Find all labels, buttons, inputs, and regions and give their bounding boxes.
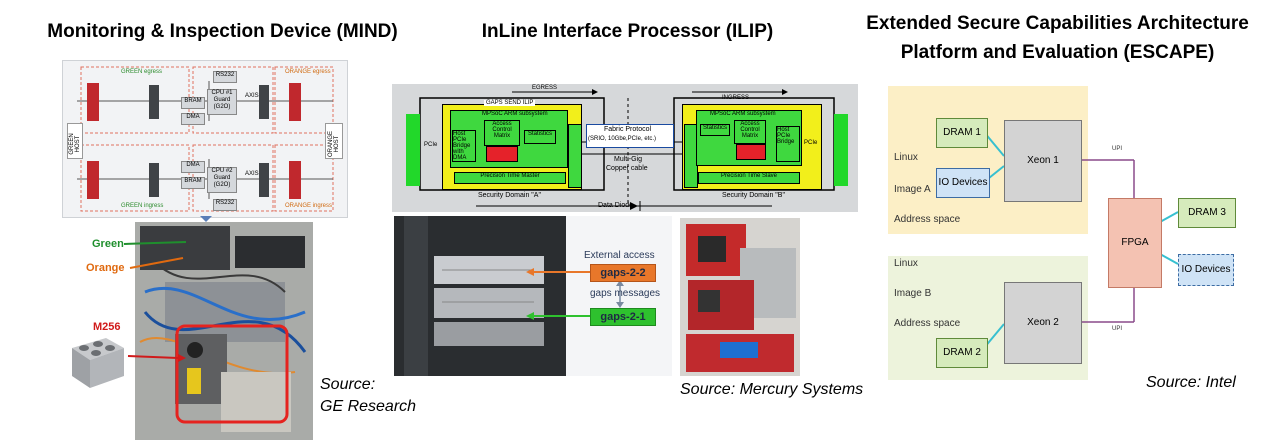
orange-ingress-label: ORANGE ingress — [285, 203, 333, 209]
dma-block-2: DMA — [181, 161, 205, 173]
axis-label-2: AXIS — [245, 171, 259, 177]
ilip-statistics-b: Statistics — [700, 124, 730, 136]
ilip-fabric-a — [568, 124, 582, 188]
orange-egress-label: ORANGE egress — [285, 69, 331, 75]
dma-block-1: DMA — [181, 113, 205, 125]
ilip-mpsoc-label-a: MPSoC ARM subsystem — [482, 111, 548, 117]
xeon2-box: Xeon 2 — [1004, 282, 1082, 364]
ilip-precision-master: Precision Time Master — [454, 172, 566, 184]
image-b-line3: Address space — [894, 318, 961, 329]
mind-block-diagram: GREEN HOST ORANGE HOST BRAM DMA RS232 CP… — [62, 60, 348, 218]
bram-block-2: BRAM — [181, 177, 205, 189]
orange-callout-label: Orange — [86, 262, 125, 274]
rack-gaps22-box[interactable]: gaps-2-2 — [590, 264, 656, 282]
ilip-pcie-label-a: PCIe — [424, 142, 438, 148]
ilip-copper-label: Copper cable — [606, 165, 648, 172]
diode-block-4 — [259, 163, 269, 197]
ilip-host-bridge-a: Host PCIe Bridge with DMA — [452, 130, 476, 162]
ilip-access-control-a: Access Control Matrix — [484, 120, 520, 146]
escape-source-label: Source: Intel — [1146, 374, 1236, 391]
m256-label: M256 — [93, 321, 121, 333]
ilip-send-label: GAPS SEND ILIP — [484, 100, 536, 106]
ilip-board-photo — [680, 218, 800, 376]
rack-external-access-label: External access — [584, 250, 655, 261]
mind-callout-lines — [123, 216, 212, 362]
image-a-line1: Linux — [894, 152, 918, 163]
cpu2-block: CPU #2 Guard (G2O) — [207, 167, 237, 193]
fpga-box: FPGA — [1108, 198, 1162, 288]
ilip-pcie-label-b: PCIe — [804, 140, 818, 146]
escape-title-line2: Platform and Evaluation (ESCAPE) — [900, 42, 1215, 63]
dram3-box: DRAM 3 — [1178, 198, 1236, 228]
ilip-mpsoc-label-b: MPSoC ARM subsystem — [710, 111, 776, 117]
egress-udp-block-2 — [87, 161, 99, 199]
cpu1-block: CPU #1 Guard (G2O) — [207, 89, 237, 115]
upi-label-2: UPI — [1112, 326, 1123, 332]
xeon1-box: Xeon 1 — [1004, 120, 1082, 202]
escape-diagram: Linux Image A Address space DRAM 1 IO De… — [888, 86, 1238, 394]
mind-source-line2: GE Research — [320, 398, 417, 415]
green-egress-label: GREEN egress — [121, 69, 163, 75]
dram2-box: DRAM 2 — [936, 338, 988, 368]
ilip-red-block-a — [486, 146, 518, 162]
ilip-access-control-b: Access Control Matrix — [734, 120, 766, 144]
ilip-egress-label: EGRESS — [532, 85, 558, 91]
image-b-line2: Image B — [894, 288, 932, 299]
green-host-box: GREEN HOST — [67, 123, 83, 159]
egress-udp-block-1 — [87, 83, 99, 121]
ilip-title: InLine Interface Processor (ILIP) — [481, 21, 774, 42]
ilip-fabric-title: Fabric Protocol — [604, 126, 652, 133]
egress-udp-block-3 — [289, 83, 301, 121]
bram-block-1: BRAM — [181, 97, 205, 109]
image-b-line1: Linux — [894, 258, 918, 269]
ilip-domain-a-label: Security Domain "A" — [478, 192, 541, 199]
ilip-precision-slave: Precision Time Slave — [698, 172, 800, 184]
upi-label-1: UPI — [1112, 146, 1123, 152]
diode-block-2 — [149, 163, 159, 197]
ilip-rack-photo: External access gaps-2-2 gaps messages g… — [394, 216, 672, 376]
ilip-source-label: Source: Mercury Systems — [680, 381, 864, 398]
diode-block-1 — [149, 85, 159, 119]
m256-device-image — [66, 330, 126, 392]
ilip-host-bridge-b: Host PCIe Bridge — [776, 126, 800, 162]
ilip-fabric-detail: (SRIO, 10Gbe,PCIe, etc.) — [588, 136, 657, 142]
mind-source-line1: Source: — [320, 376, 376, 393]
ilip-fabric-box — [586, 124, 674, 148]
orange-host-box: ORANGE HOST — [325, 123, 343, 159]
green-ingress-label: GREEN ingress — [121, 203, 164, 209]
rs232-block-1: RS232 — [213, 71, 237, 83]
mind-hardware-photo — [135, 222, 313, 440]
egress-udp-block-4 — [289, 161, 301, 199]
ilip-diode-label: Data Diode — [598, 202, 634, 209]
green-callout-label: Green — [92, 238, 124, 250]
rack-gaps-messages-label: gaps messages — [590, 288, 661, 299]
diode-block-3 — [259, 85, 269, 119]
io-devices-box: IO Devices — [936, 168, 990, 198]
rack-gaps21-box[interactable]: gaps-2-1 — [590, 308, 656, 326]
image-a-line2: Image A — [894, 184, 931, 195]
ilip-right-port — [834, 114, 848, 186]
escape-title-line1: Extended Secure Capabilities Architectur… — [866, 13, 1249, 34]
ilip-multigig-label: Multi-Gig — [614, 156, 643, 163]
image-a-line3: Address space — [894, 214, 961, 225]
ilip-ingress-label: INGRESS — [722, 95, 750, 101]
ilip-block-diagram: PCIe GAPS SEND ILIP EGRESS MPSoC ARM sub… — [392, 84, 858, 212]
io-devices2-box: IO Devices — [1178, 254, 1234, 286]
ilip-statistics-a: Statistics — [524, 130, 556, 144]
axis-label-1: AXIS — [245, 93, 259, 99]
dram1-box: DRAM 1 — [936, 118, 988, 148]
rs232-block-2: RS232 — [213, 199, 237, 211]
mind-title: Monitoring & Inspection Device (MIND) — [47, 21, 398, 42]
ilip-red-block-b — [736, 144, 766, 160]
ilip-domain-b-label: Security Domain "B" — [722, 192, 785, 199]
ilip-left-port — [406, 114, 420, 186]
